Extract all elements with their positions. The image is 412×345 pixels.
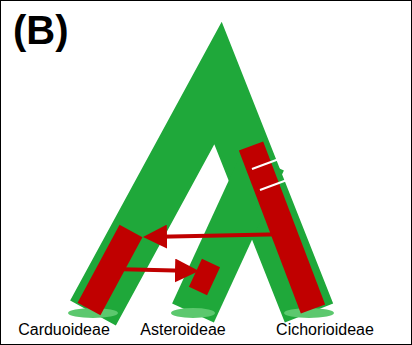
- taxon-label: Cichorioideae: [276, 321, 374, 339]
- transfer-arrow: [147, 234, 293, 237]
- segment-divider: [252, 159, 279, 169]
- transfer-arrow: [113, 269, 195, 271]
- segment-divider: [260, 180, 287, 190]
- panel-letter: (B): [13, 7, 69, 53]
- taxon-label: Carduoideae: [18, 321, 110, 339]
- branch-end: [171, 308, 215, 318]
- gene-segment: [251, 146, 313, 309]
- gene-segment: [198, 263, 211, 291]
- taxon-label: Asteroideae: [140, 321, 225, 339]
